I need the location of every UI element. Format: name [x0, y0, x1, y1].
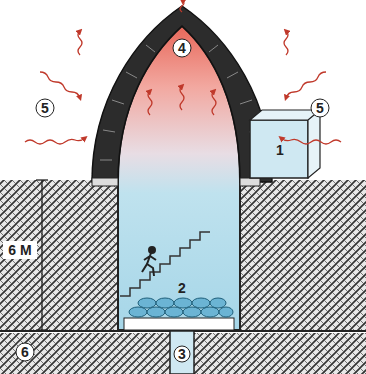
person: [142, 247, 156, 276]
brick-joint: [100, 45, 264, 160]
callout-number: 2: [178, 281, 186, 295]
ice-blocks: [129, 298, 233, 317]
callout-circle: [16, 39, 329, 362]
shade-wall: [250, 110, 320, 178]
dimension-label-bg: [3, 241, 37, 259]
ground: [194, 333, 366, 374]
ground: [0, 180, 118, 330]
drain-shaft: [170, 331, 194, 374]
wall-base: [92, 178, 118, 186]
shade-wall: [250, 120, 308, 178]
stairs: [120, 232, 210, 296]
callout-number: 6: [21, 345, 29, 359]
callout-number: 1: [276, 143, 284, 157]
ground: [0, 333, 170, 374]
callout-number: 5: [41, 101, 49, 115]
dimension-label: 6 M: [8, 243, 31, 257]
heat-ray: [25, 0, 341, 144]
ground: [240, 180, 366, 330]
callout-number: 3: [178, 347, 186, 361]
dome-wall: [92, 6, 272, 182]
wall-base: [240, 178, 260, 186]
callout-number: 5: [316, 101, 324, 115]
callout-number: 4: [178, 41, 186, 55]
pit-floor: [124, 318, 234, 330]
dimension-line: [36, 180, 48, 330]
